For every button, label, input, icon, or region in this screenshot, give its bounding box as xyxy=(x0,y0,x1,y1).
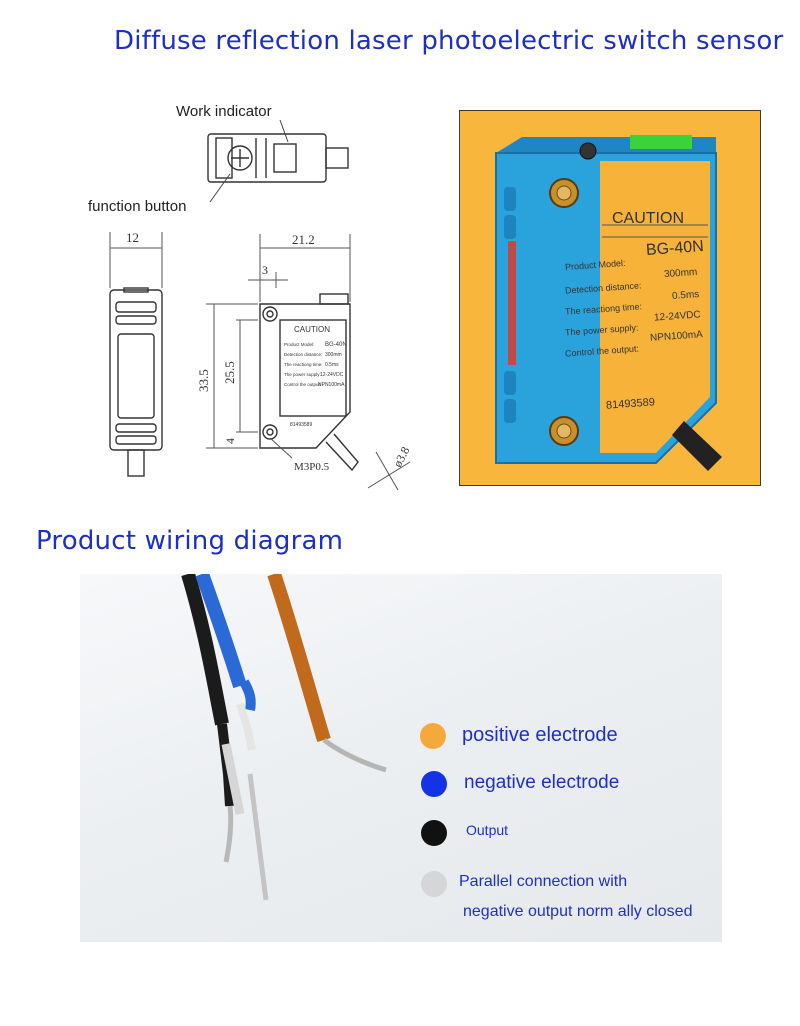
dim-length: 21.2 xyxy=(292,232,315,247)
svg-text:81493589: 81493589 xyxy=(290,422,312,428)
svg-text:300mm: 300mm xyxy=(325,352,342,358)
sensor-illustration xyxy=(495,135,722,471)
dim-height-total: 33.5 xyxy=(196,369,211,392)
svg-text:0.5ms: 0.5ms xyxy=(325,362,339,368)
led-indicator xyxy=(630,135,692,149)
svg-text:Product Model:: Product Model: xyxy=(284,342,314,347)
dim-cable-diameter: ø3.8 xyxy=(390,444,412,469)
dim-width: 12 xyxy=(126,230,139,245)
parallel-connection-label-line1: Parallel connection with xyxy=(459,873,628,890)
wire-photo xyxy=(80,574,722,942)
positive-electrode-label: positive electrode xyxy=(462,724,618,746)
svg-text:Detection distance:: Detection distance: xyxy=(284,352,322,357)
output-label: Output xyxy=(466,822,509,838)
top-view xyxy=(207,133,349,183)
negative-electrode-dot xyxy=(421,771,447,797)
negative-electrode-label: negative electrode xyxy=(464,772,620,793)
svg-text:BG-40N: BG-40N xyxy=(325,342,347,348)
svg-text:The reactiong time:: The reactiong time: xyxy=(284,362,323,367)
product-photo xyxy=(459,110,761,486)
svg-text:NPN100mA: NPN100mA xyxy=(318,382,345,388)
page-title: Diffuse reflection laser photoelectric s… xyxy=(114,26,784,56)
parallel-connection-label-line2: negative output norm ally closed xyxy=(463,903,693,920)
svg-text:12-24VDC: 12-24VDC xyxy=(320,372,344,378)
dim-thread: M3P0.5 xyxy=(294,461,330,473)
front-view xyxy=(109,287,163,477)
parallel-connection-dot xyxy=(421,871,447,897)
output-dot xyxy=(421,820,447,846)
dim-height-body: 25.5 xyxy=(222,361,237,384)
svg-text:The power supply:: The power supply: xyxy=(284,372,321,377)
technical-drawing: 12 CAUTION Product Model: BG-40N Detecti… xyxy=(109,119,413,491)
svg-text:CAUTION: CAUTION xyxy=(294,325,330,334)
wires-illustration xyxy=(181,574,387,901)
side-view-label: CAUTION Product Model: BG-40N Detection … xyxy=(284,325,347,428)
dim-offset: 3 xyxy=(262,263,268,277)
photo-distance-value: 300mm xyxy=(663,266,698,281)
photo-time-value: 0.5ms xyxy=(671,289,700,302)
photo-caution: CAUTION xyxy=(612,210,684,227)
svg-text:Control the output:: Control the output: xyxy=(284,382,321,387)
side-view xyxy=(259,293,359,472)
positive-electrode-dot xyxy=(420,723,446,749)
wiring-heading: Product wiring diagram xyxy=(36,526,344,556)
work-indicator-label: Work indicator xyxy=(176,103,272,120)
dim-bottom-offset: 4 xyxy=(223,438,237,444)
function-button-label: function button xyxy=(88,198,187,215)
